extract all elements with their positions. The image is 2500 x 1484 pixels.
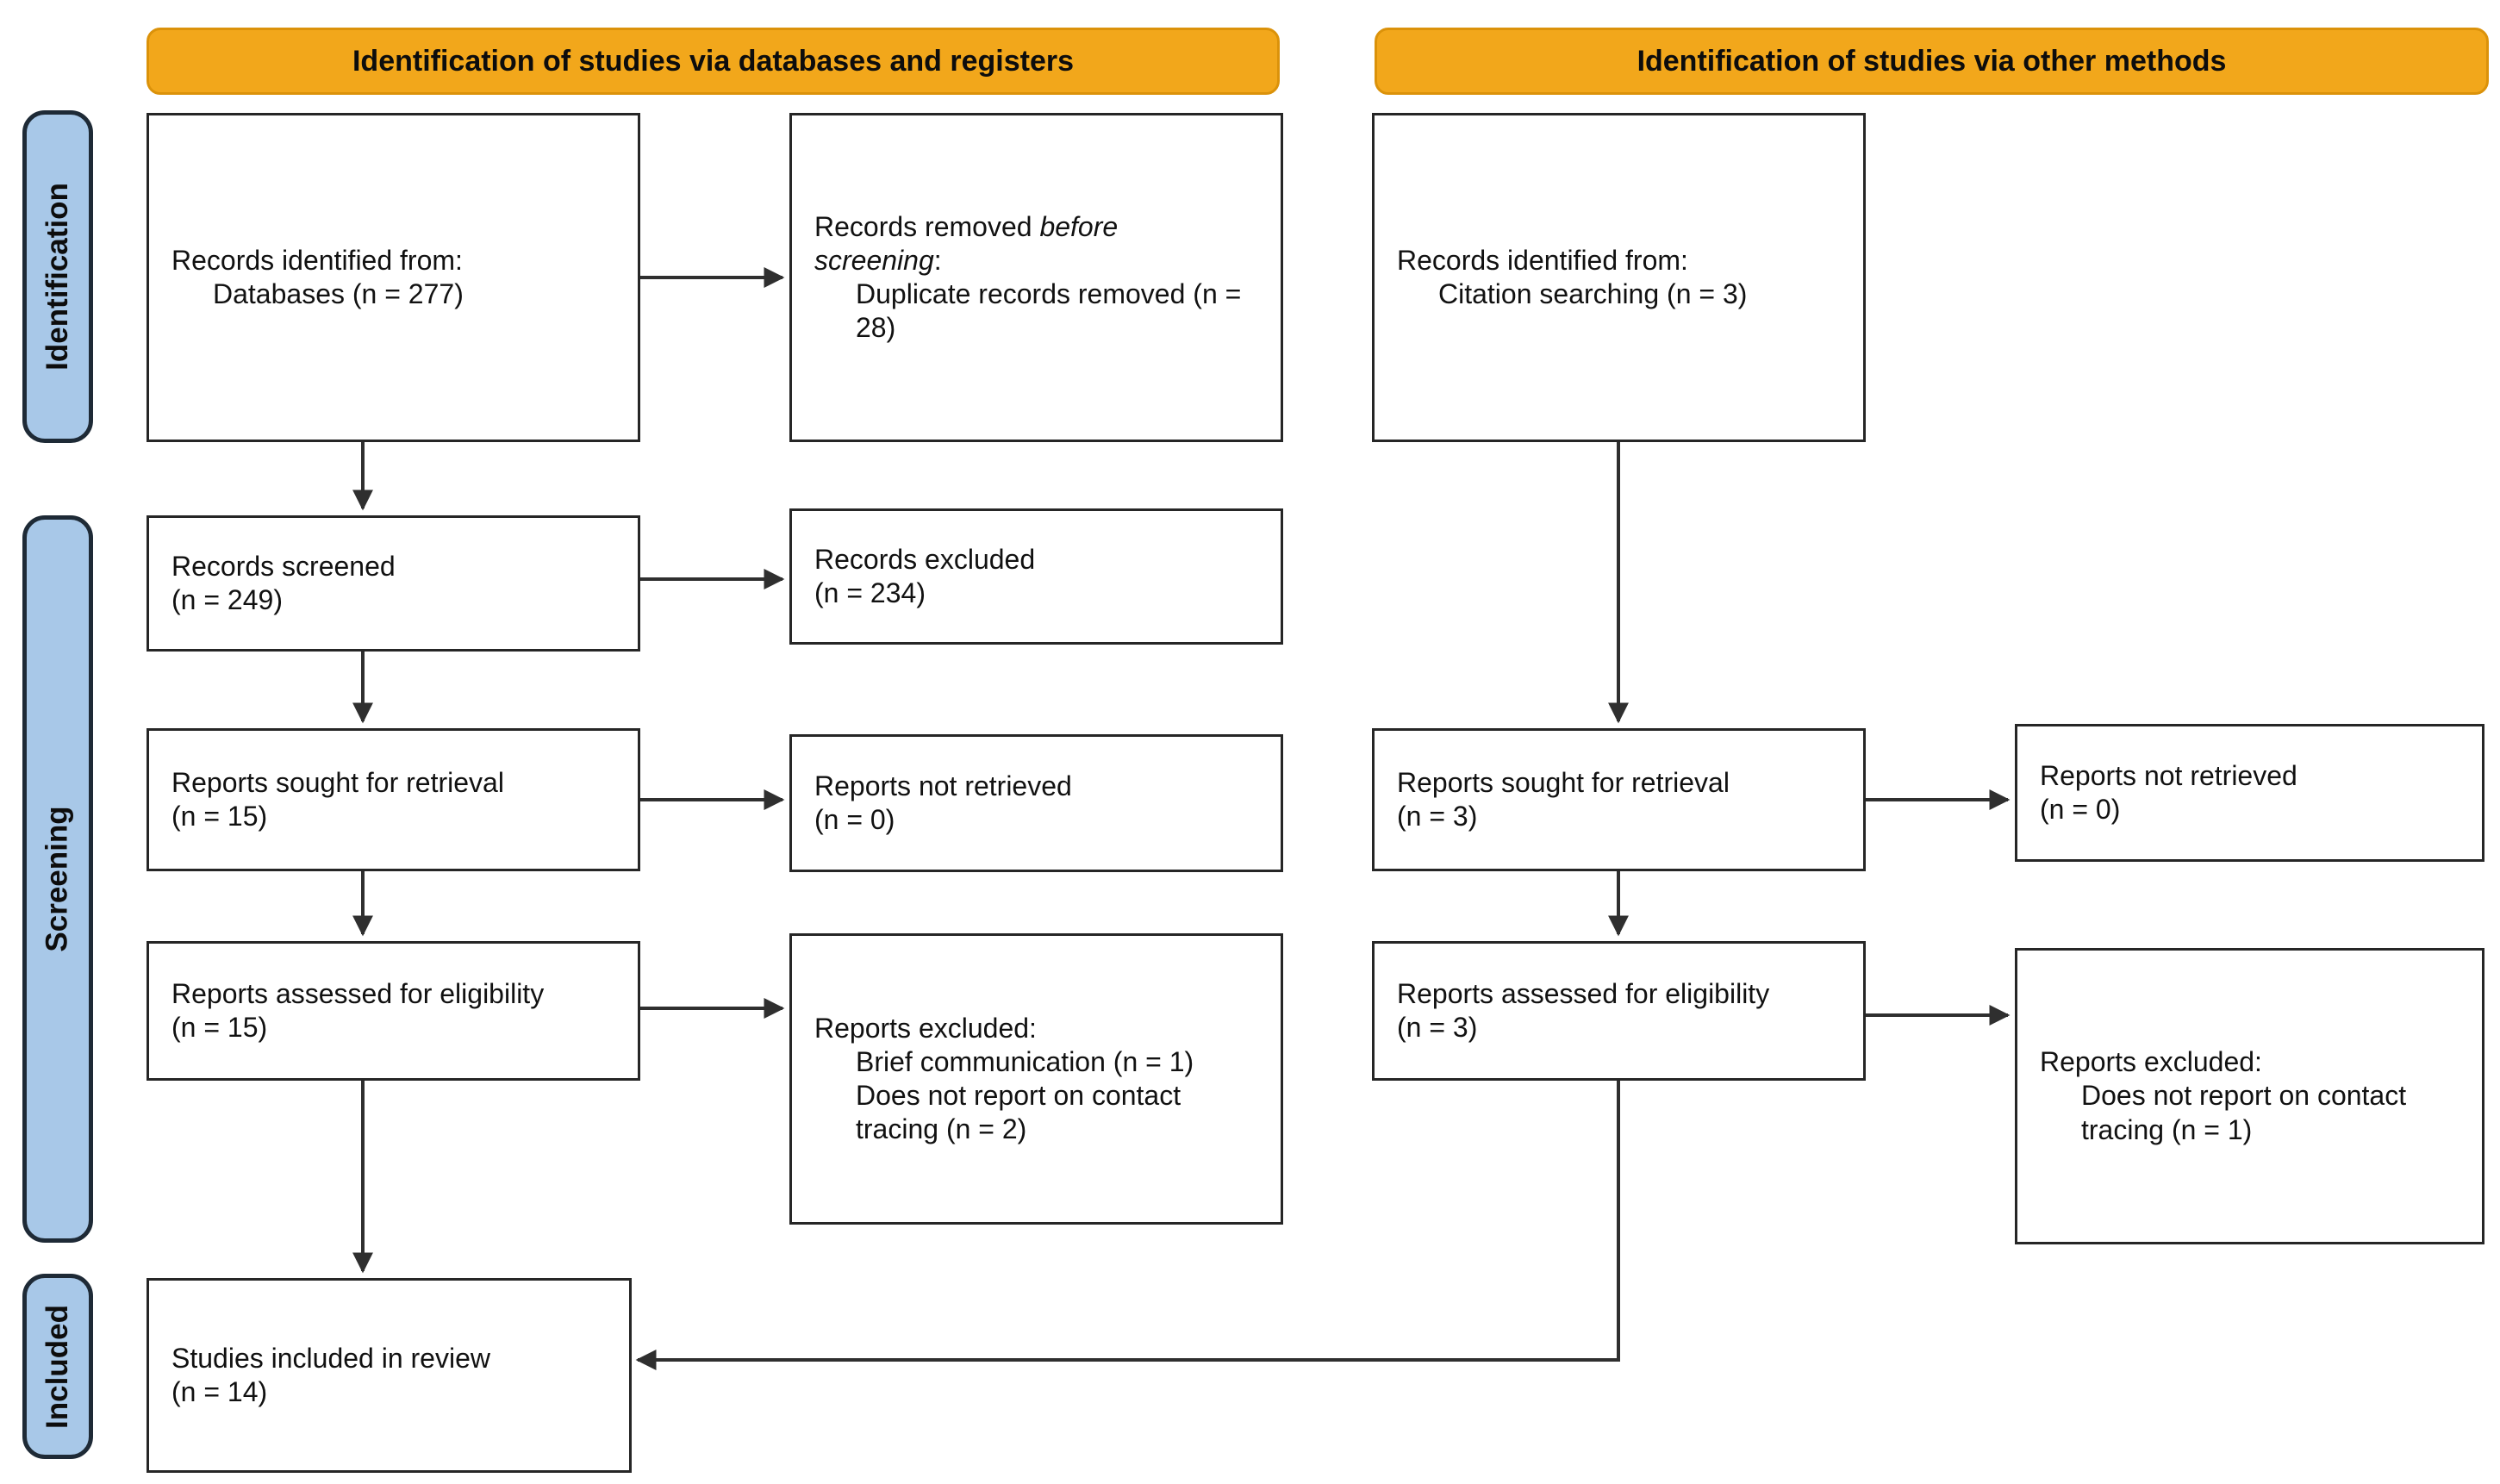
- box-studies-included: Studies included in review (n = 14): [147, 1278, 632, 1473]
- box-line: (n = 15): [171, 801, 268, 832]
- box-reports-not-retrieved-databases: Reports not retrieved (n = 0): [789, 734, 1283, 872]
- box-line: Reports not retrieved: [2040, 759, 2297, 791]
- box-line: Citation searching (n = 3): [1438, 278, 1748, 309]
- box-line: (n = 0): [2040, 794, 2121, 825]
- box-line: (n = 15): [171, 1012, 268, 1043]
- stage-label: Included: [41, 1304, 74, 1429]
- box-line: (n = 3): [1397, 1012, 1478, 1043]
- box-line: Reports not retrieved: [814, 770, 1072, 801]
- box-reports-excluded-other: Reports excluded: Does not report on con…: [2015, 948, 2484, 1244]
- box-line: Reports sought for retrieval: [171, 766, 504, 798]
- banner-label: Identification of studies via databases …: [352, 44, 1075, 78]
- box-line: (n = 249): [171, 584, 283, 615]
- stage-label: Identification: [41, 183, 74, 371]
- banner-other-methods: Identification of studies via other meth…: [1375, 28, 2489, 95]
- stage-included: Included: [22, 1274, 93, 1459]
- box-line: (n = 14): [171, 1376, 268, 1407]
- box-line: Reports assessed for eligibility: [171, 977, 545, 1009]
- stage-screening: Screening: [22, 515, 93, 1243]
- box-line: (n = 234): [814, 577, 926, 608]
- box-reports-excluded-databases: Reports excluded: Brief communication (n…: [789, 933, 1283, 1225]
- box-line: Records identified from:: [1397, 244, 1688, 276]
- arrow-assessed-other-to-included: [635, 1081, 1620, 1370]
- box-records-excluded: Records excluded (n = 234): [789, 508, 1283, 645]
- banner-label: Identification of studies via other meth…: [1637, 44, 2227, 78]
- box-records-removed-before-screening: Records removed before screening: Duplic…: [789, 113, 1283, 442]
- box-records-identified-databases: Records identified from: Databases (n = …: [147, 113, 640, 442]
- box-records-screened: Records screened (n = 249): [147, 515, 640, 652]
- stage-identification: Identification: [22, 110, 93, 443]
- box-line: Does not report on contact tracing (n = …: [856, 1080, 1181, 1145]
- box-line: Does not report on contact tracing (n = …: [2081, 1080, 2407, 1145]
- box-reports-assessed-other: Reports assessed for eligibility (n = 3): [1372, 941, 1866, 1081]
- box-line: Records removed before screening:: [814, 210, 1119, 276]
- box-line: Reports excluded:: [814, 1012, 1037, 1044]
- banner-databases-registers: Identification of studies via databases …: [147, 28, 1280, 95]
- box-line: (n = 0): [814, 804, 895, 835]
- box-line: Records screened: [171, 550, 396, 582]
- box-reports-not-retrieved-other: Reports not retrieved (n = 0): [2015, 724, 2484, 862]
- box-line: Databases (n = 277): [213, 278, 464, 309]
- box-line: Brief communication (n = 1): [856, 1045, 1194, 1077]
- box-reports-assessed-databases: Reports assessed for eligibility (n = 15…: [147, 941, 640, 1081]
- box-line: Reports sought for retrieval: [1397, 766, 1730, 798]
- box-records-identified-citation: Records identified from: Citation search…: [1372, 113, 1866, 442]
- box-line: Studies included in review: [171, 1342, 490, 1374]
- stage-label: Screening: [41, 806, 75, 952]
- box-line: Records excluded: [814, 543, 1036, 575]
- box-line: Reports assessed for eligibility: [1397, 977, 1770, 1009]
- box-line: (n = 3): [1397, 801, 1478, 832]
- box-line: Records identified from:: [171, 244, 463, 276]
- box-line: Reports excluded:: [2040, 1046, 2262, 1078]
- box-reports-sought-other: Reports sought for retrieval (n = 3): [1372, 728, 1866, 871]
- box-reports-sought-databases: Reports sought for retrieval (n = 15): [147, 728, 640, 871]
- box-line: Duplicate records removed (n = 28): [856, 278, 1242, 344]
